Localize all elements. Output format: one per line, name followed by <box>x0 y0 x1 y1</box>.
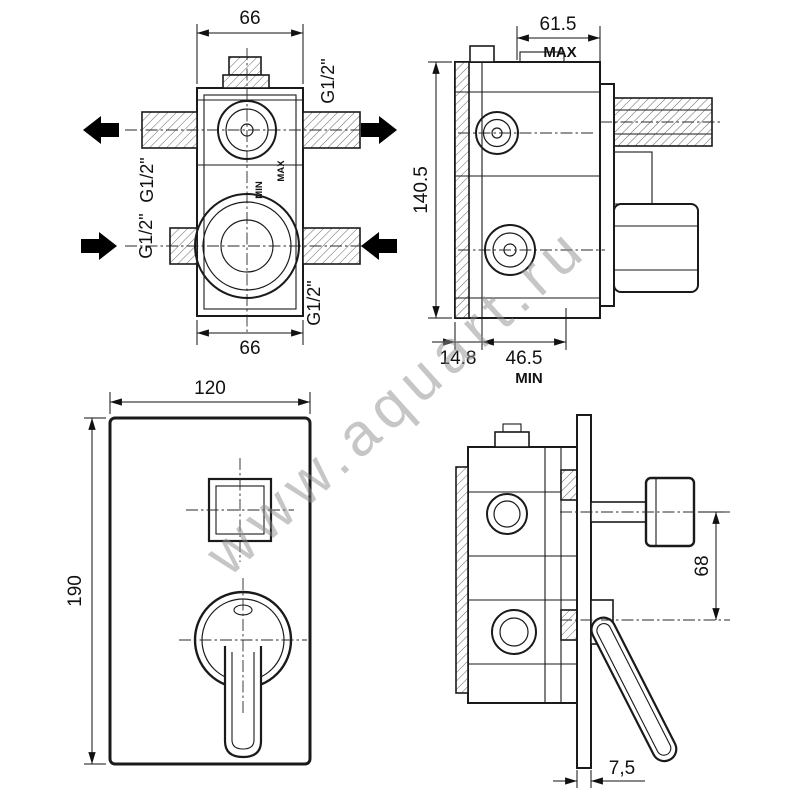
trim-plate-edge <box>576 414 592 769</box>
dimension-61-5-max: 61.5 MAX <box>516 14 601 82</box>
trim-front-view: 120 190 <box>65 378 312 766</box>
trim-side-view: 68 7,5 <box>455 414 730 788</box>
dimension-190: 190 <box>65 417 106 765</box>
valve-side-details <box>454 45 600 319</box>
valve-max-label: MAX <box>276 160 287 182</box>
valve-side-view: 61.5 MAX 140.5 14.8 46.5 MIN <box>411 14 722 387</box>
thread-label-left-upper: G1/2" <box>137 157 157 202</box>
dimension-120: 120 <box>109 378 311 414</box>
flow-arrow-top-left-icon <box>83 116 119 144</box>
valve-side-body <box>454 61 601 319</box>
dim-140-5-text: 140.5 <box>411 166 432 214</box>
label-max-text: MAX <box>543 44 576 61</box>
dim-68-text: 68 <box>692 555 713 576</box>
mixer-handle-side <box>560 599 730 763</box>
valve-body-details <box>197 94 303 310</box>
dim-14-8-text: 14.8 <box>440 348 477 369</box>
flow-arrow-bottom-right-icon <box>361 232 397 260</box>
dim-46-5-text: 46.5 <box>506 348 543 369</box>
dim-66-top-text: 66 <box>239 8 260 29</box>
dimension-66-top: 66 <box>196 8 304 84</box>
dimension-7-5: 7,5 <box>553 758 645 788</box>
mounting-plate-edge <box>599 83 615 307</box>
trim-side-body <box>455 423 578 704</box>
thread-label-right-lower: G1/2" <box>304 280 324 325</box>
side-view-ports <box>475 111 536 276</box>
valve-front-view: MAX MIN 66 66 G1/2" G1/2" G1/2" G1/2" <box>81 8 397 359</box>
dimension-66-bottom: 66 <box>196 320 304 359</box>
valve-min-label: MIN <box>254 181 265 199</box>
centerlines-valve-front <box>125 48 370 332</box>
dimension-140-5: 140.5 <box>411 61 452 319</box>
diverter-knob-side <box>560 476 730 548</box>
dim-190-text: 190 <box>65 575 86 607</box>
thread-label-top: G1/2" <box>318 58 338 103</box>
thread-label-left-lower: G1/2" <box>136 213 156 258</box>
top-outlet-nipple <box>222 56 270 89</box>
cartridge-circles <box>194 100 300 299</box>
dim-120-text: 120 <box>194 378 226 399</box>
centerlines-valve-side <box>458 121 722 251</box>
mixer-handle <box>179 578 307 759</box>
dim-7-5-text: 7,5 <box>609 758 635 779</box>
dim-66-bottom-text: 66 <box>239 338 260 359</box>
flow-arrow-bottom-left-icon <box>81 232 117 260</box>
dimension-68: 68 <box>692 511 724 620</box>
diverter-button <box>186 458 294 562</box>
lower-housing-block <box>613 151 699 293</box>
dimension-14-8-46-5: 14.8 46.5 MIN <box>432 302 567 387</box>
label-min-text: MIN <box>515 370 543 387</box>
flow-arrow-top-right-icon <box>361 116 397 144</box>
dim-61-5-text: 61.5 <box>540 14 577 35</box>
